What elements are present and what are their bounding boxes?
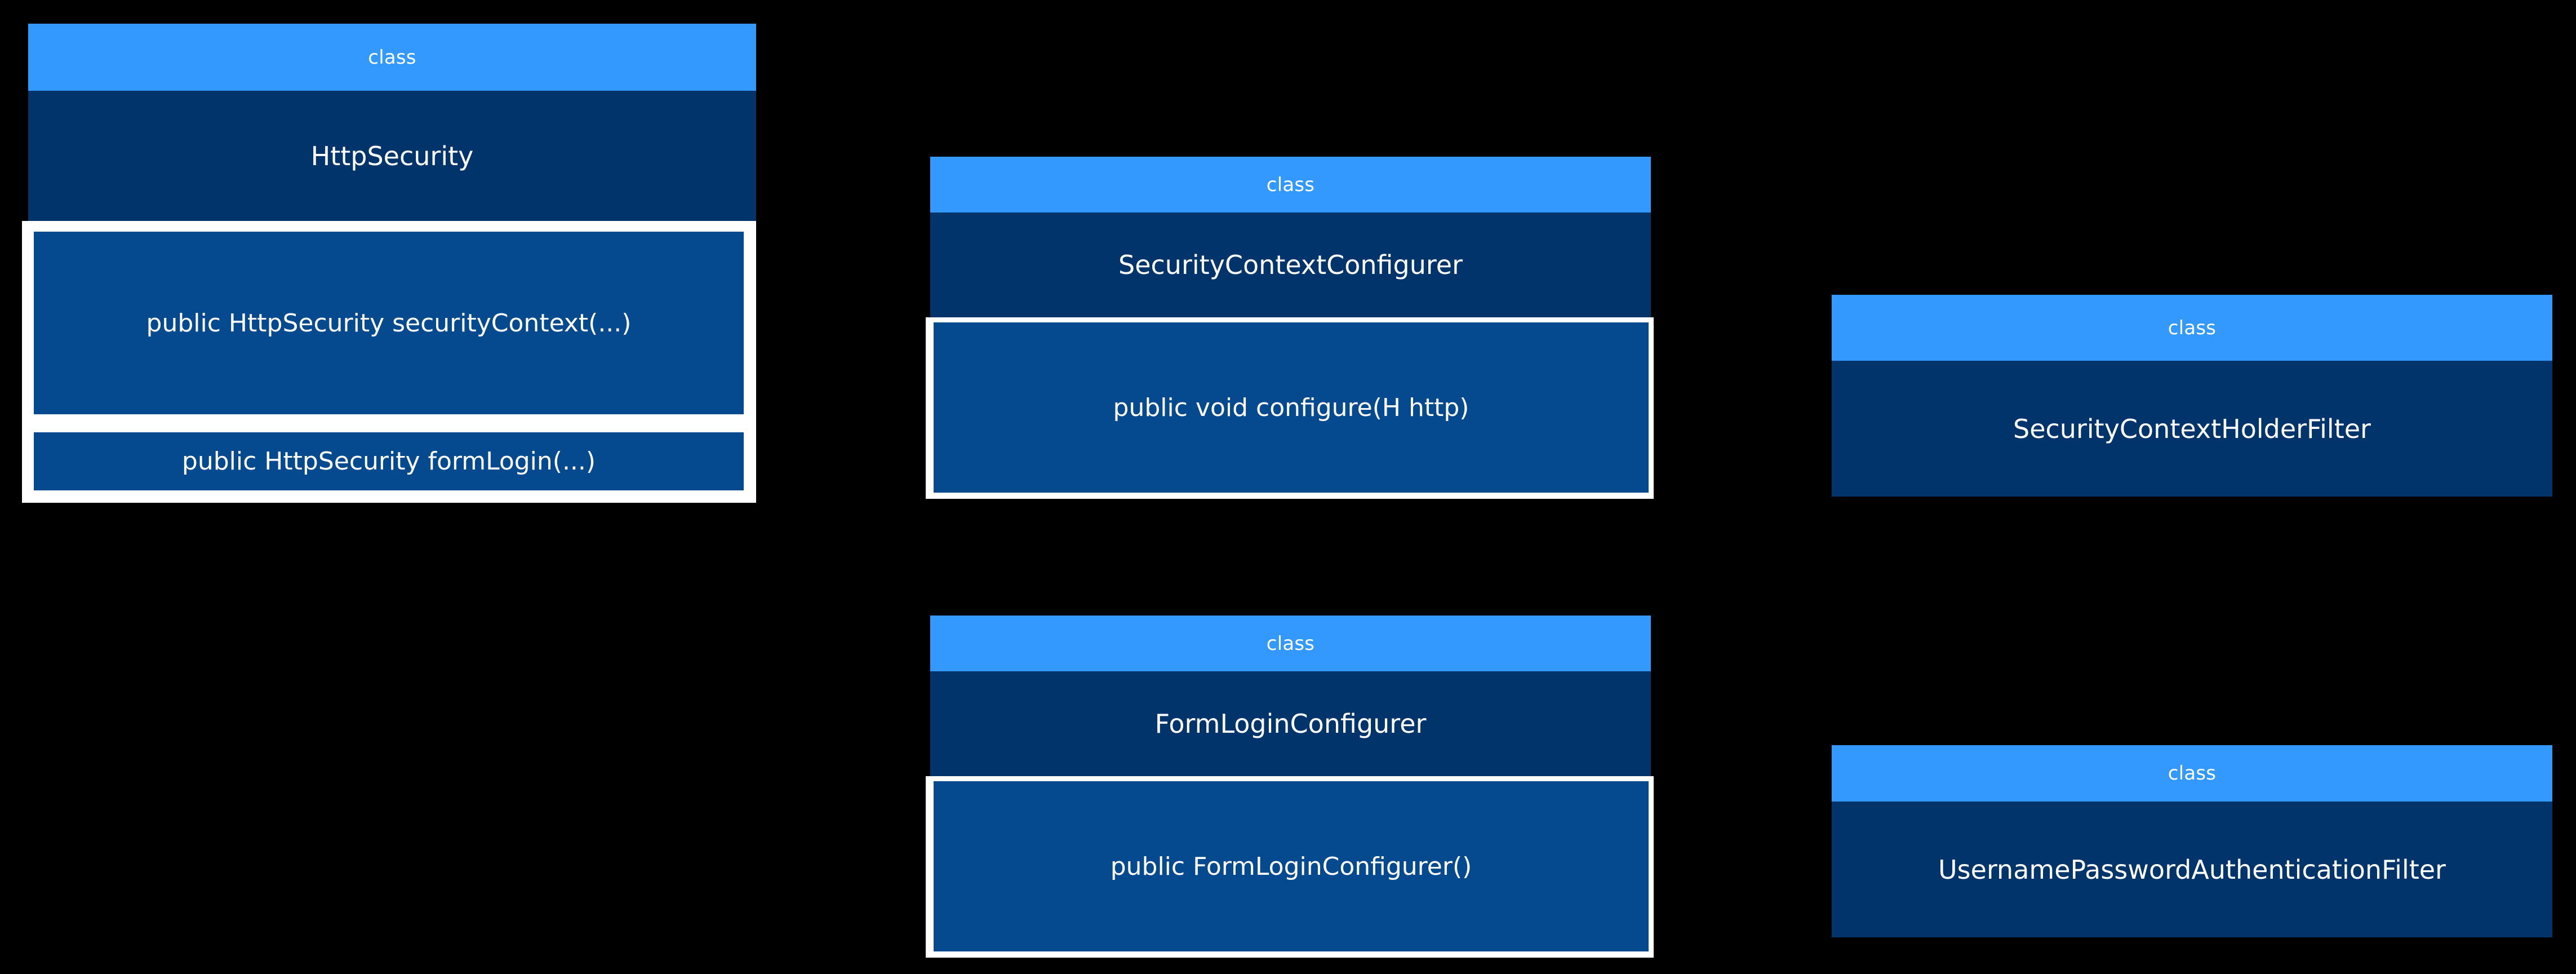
class-box-http-security[interactable]: class HttpSecurity public HttpSecurity s…	[22, 24, 756, 503]
methods-highlight-http-security: public HttpSecurity securityContext(...)…	[22, 221, 756, 503]
method-row-security-context[interactable]: public HttpSecurity securityContext(...)	[34, 232, 744, 414]
class-box-security-context-configurer[interactable]: class SecurityContextConfigurer public v…	[926, 157, 1654, 499]
method-row-form-login[interactable]: public HttpSecurity formLogin(...)	[34, 432, 744, 490]
class-stereotype-header: class	[1832, 295, 2552, 361]
class-box-username-password-authentication-filter[interactable]: class UsernamePasswordAuthenticationFilt…	[1832, 745, 2552, 937]
class-box-form-login-configurer[interactable]: class FormLoginConfigurer public FormLog…	[926, 616, 1654, 958]
methods-highlight-security-context-configurer: public void configure(H http)	[926, 317, 1654, 499]
class-name-security-context-configurer: SecurityContextConfigurer	[930, 212, 1651, 317]
class-name-form-login-configurer: FormLoginConfigurer	[930, 671, 1651, 776]
class-stereotype-header: class	[28, 24, 756, 91]
class-stereotype-header: class	[1832, 745, 2552, 802]
class-box-security-context-holder-filter[interactable]: class SecurityContextHolderFilter	[1832, 295, 2552, 497]
method-row-configure[interactable]: public void configure(H http)	[934, 322, 1649, 493]
class-name-username-password-authentication-filter: UsernamePasswordAuthenticationFilter	[1832, 802, 2552, 937]
method-row-form-login-configurer-constructor[interactable]: public FormLoginConfigurer()	[934, 781, 1649, 951]
methods-highlight-form-login-configurer: public FormLoginConfigurer()	[926, 776, 1654, 958]
class-name-security-context-holder-filter: SecurityContextHolderFilter	[1832, 361, 2552, 497]
class-stereotype-header: class	[930, 157, 1651, 212]
class-stereotype-header: class	[930, 616, 1651, 671]
class-name-http-security: HttpSecurity	[28, 91, 756, 221]
